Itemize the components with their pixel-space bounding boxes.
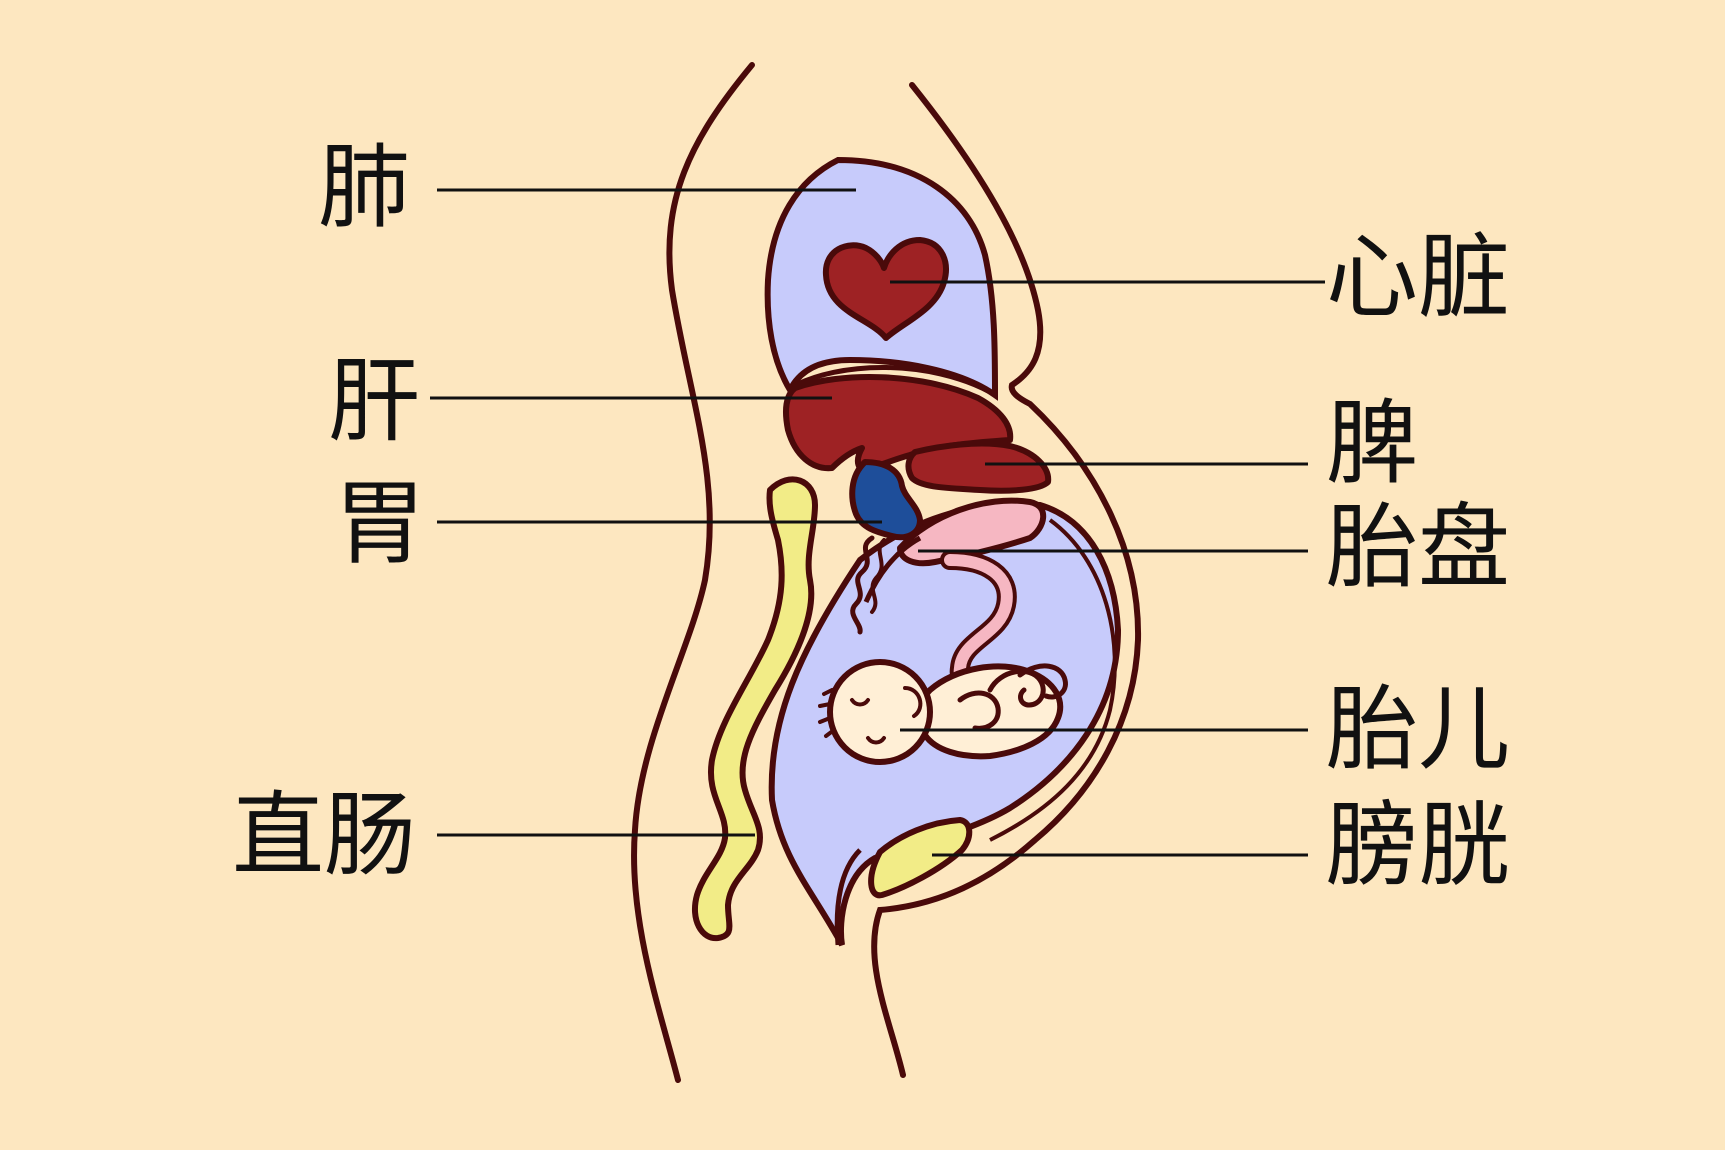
rectum-shape xyxy=(691,476,818,942)
label-heart: 心脏 xyxy=(1326,224,1511,331)
label-lung: 肺 xyxy=(318,134,411,241)
label-placenta: 胎盘 xyxy=(1326,494,1511,601)
fetus-foot xyxy=(1017,663,1068,700)
fetus-mouth xyxy=(866,736,886,745)
label-spleen: 脾 xyxy=(1326,390,1419,497)
label-bladder: 膀胱 xyxy=(1326,792,1511,899)
body-back-outline xyxy=(631,62,755,1083)
fetus-hair xyxy=(818,688,836,738)
fetus-hand xyxy=(957,690,1001,731)
intestine-loop xyxy=(850,535,875,635)
fetus-limb xyxy=(987,668,1046,708)
body-front-outline xyxy=(871,82,1142,1078)
fetus-eye xyxy=(850,698,870,707)
uterine-wall-line xyxy=(989,518,1117,842)
fetus-head xyxy=(827,659,933,765)
label-liver: 肝 xyxy=(328,348,421,455)
label-fetus: 胎儿 xyxy=(1326,676,1511,783)
bladder-shape xyxy=(868,817,973,899)
spleen-shape xyxy=(905,440,1052,494)
birth-canal-line xyxy=(834,848,862,946)
label-rectum: 直肠 xyxy=(232,782,417,889)
diaphragm-line xyxy=(788,365,992,395)
label-stomach: 胃 xyxy=(334,470,427,577)
placenta-shape xyxy=(897,497,1047,567)
fetus-ear xyxy=(903,686,923,718)
placenta-edge xyxy=(863,535,922,604)
